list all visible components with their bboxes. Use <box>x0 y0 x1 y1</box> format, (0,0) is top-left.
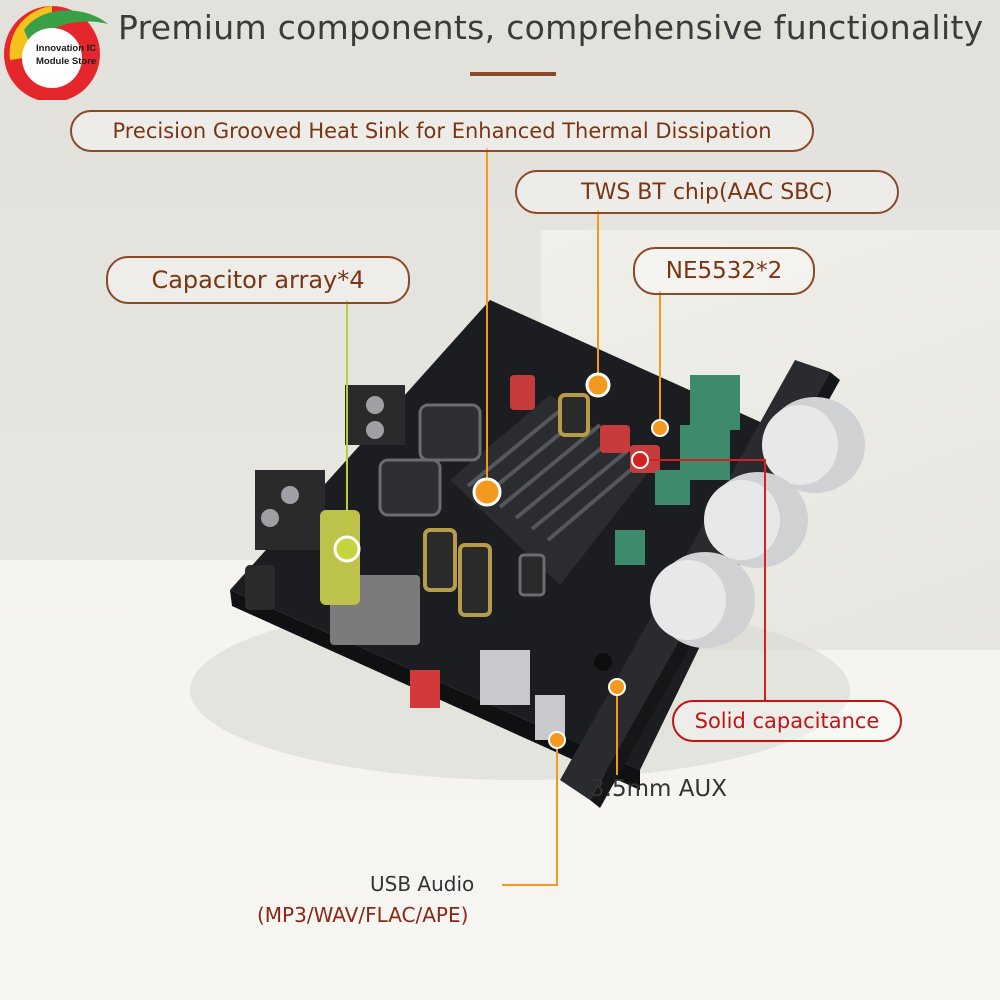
label-capacitor-array: Capacitor array*4 <box>106 256 410 304</box>
label-ne5532: NE5532*2 <box>633 247 815 295</box>
page-title: Premium components, comprehensive functi… <box>118 8 984 47</box>
label-aux: 3.5mm AUX <box>590 776 728 802</box>
aux-callout <box>608 678 626 775</box>
label-capacitor-array-text: Capacitor array*4 <box>151 266 365 294</box>
heat-sink-callout <box>472 148 502 507</box>
label-usb-formats: (MP3/WAV/FLAC/APE) <box>257 903 469 927</box>
brand-name-line1: Innovation IC <box>36 43 97 54</box>
label-solid-capacitance-text: Solid capacitance <box>694 709 880 733</box>
brand-name: Innovation IC Module Store <box>36 42 96 68</box>
label-heat-sink-text: Precision Grooved Heat Sink for Enhanced… <box>112 119 772 143</box>
brand-logo <box>4 6 108 100</box>
capacitor-array-callout <box>333 300 361 563</box>
solid-capacitance-callout <box>631 451 766 700</box>
label-tws-chip-text: TWS BT chip(AAC SBC) <box>581 179 833 205</box>
tws-chip-callout <box>585 210 611 398</box>
usb-audio-callout <box>502 731 566 886</box>
label-heat-sink: Precision Grooved Heat Sink for Enhanced… <box>70 110 814 152</box>
label-tws-chip: TWS BT chip(AAC SBC) <box>515 170 899 214</box>
label-ne5532-text: NE5532*2 <box>665 258 783 284</box>
label-solid-capacitance: Solid capacitance <box>672 700 902 742</box>
brand-name-line2: Module Store <box>36 56 97 67</box>
label-usb-audio: USB Audio <box>370 872 475 896</box>
title-underline <box>470 72 556 76</box>
ne5532-callout <box>651 291 669 437</box>
